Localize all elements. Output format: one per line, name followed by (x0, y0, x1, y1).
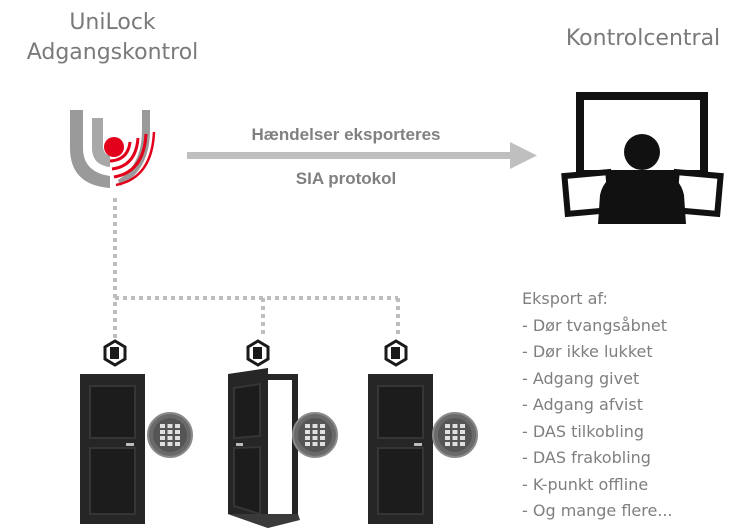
list-item: - DAS frakobling (522, 448, 651, 467)
unilock-logo-icon (70, 110, 156, 188)
arrow-label-events: Hændelser eksporteres (251, 125, 441, 144)
network-lines (113, 198, 400, 338)
door-icon (80, 374, 145, 524)
control-center-title: Kontrolcentral (565, 26, 721, 51)
door-icon (228, 368, 300, 528)
control-room-icon (561, 92, 724, 224)
export-arrow (187, 142, 537, 169)
keypad-icon (147, 412, 478, 458)
export-heading: Eksport af: (522, 289, 608, 308)
arrow-label-protocol: SIA protokol (295, 169, 397, 188)
unilock-title-line1: UniLock (69, 10, 156, 35)
list-item: - Dør ikke lukket (522, 342, 653, 361)
door-icon (368, 374, 433, 524)
list-item: - DAS tilkobling (522, 421, 645, 441)
unilock-title-line2: Adgangskontrol (26, 40, 199, 65)
unilock-title: UniLock Adgangskontrol (20, 8, 205, 68)
list-item: - Adgang givet (522, 368, 640, 388)
list-item: - K-punkt offline (522, 474, 649, 494)
list-item: - Dør tvangsåbnet (522, 315, 668, 335)
list-item: - Og mange flere... (522, 501, 673, 520)
card-reader-icon (103, 339, 408, 367)
export-list: Eksport af: - Dør tvangsåbnet - Dør ikke… (522, 286, 673, 525)
list-item: - Adgang afvist (522, 395, 643, 414)
